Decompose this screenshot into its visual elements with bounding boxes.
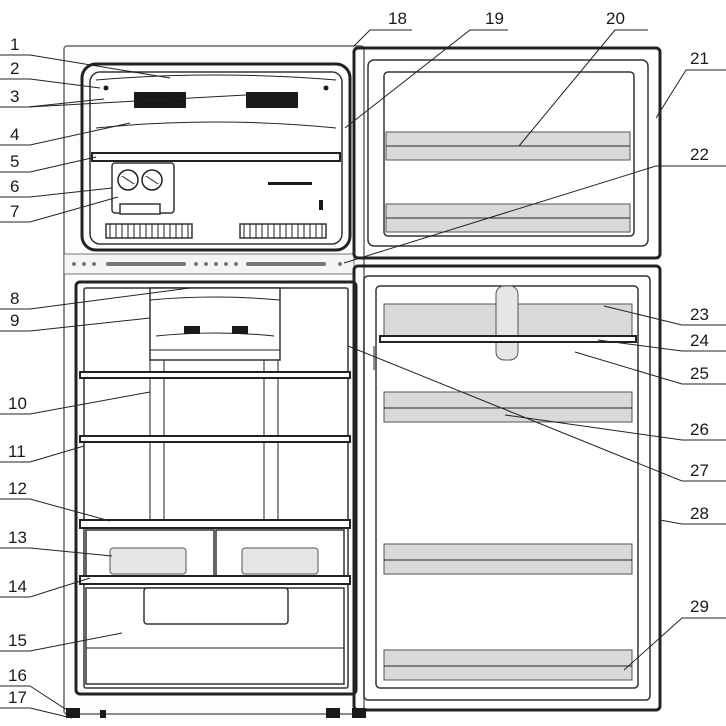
callout-19: 19 [485,9,504,28]
callout-17: 17 [8,688,27,707]
callout-2: 2 [10,59,19,78]
callout-20: 20 [606,9,625,28]
leader-lines [0,29,726,719]
fridge-door-shelf-2 [383,391,633,423]
fridge-shelf-3 [79,519,351,529]
callout-3: 3 [10,87,19,106]
freezer-grille-left [105,223,193,239]
fridge-door-shelf-4 [383,649,633,681]
divider-dots [72,262,342,266]
callout-18: 18 [388,9,407,28]
crisper-cover [79,575,351,585]
callout-22: 22 [690,145,709,164]
callout-5: 5 [10,152,19,171]
crisper-drawers [85,529,345,577]
callout-23: 23 [690,305,709,324]
ice-maker [111,162,175,215]
callout-6: 6 [10,177,19,196]
callout-21: 21 [690,49,709,68]
callout-26: 26 [690,420,709,439]
fridge-shelf-1 [79,371,351,379]
freezer-vent-right [246,92,298,108]
callout-11: 11 [8,442,26,461]
callout-9: 9 [10,311,19,330]
chiller-drawer [85,587,345,685]
callout-14: 14 [8,577,27,596]
divider-strip [63,253,355,275]
callout-1: 1 [10,35,19,54]
callout-15: 15 [8,631,27,650]
fridge-compartment [74,280,358,696]
fridge-door-shelf-3 [383,543,633,575]
control-housing [149,287,281,361]
callout-13: 13 [8,528,27,547]
fridge-door [352,264,662,712]
callout-25: 25 [690,364,709,383]
callout-27: 27 [690,461,709,480]
callout-28: 28 [690,504,709,523]
callout-8: 8 [10,289,19,308]
freezer-compartment [80,62,352,252]
callout-29: 29 [690,597,709,616]
freezer-door [352,46,662,260]
freezer-shelf [91,152,341,162]
fridge-shelf-2 [79,435,351,443]
callout-7: 7 [10,202,19,221]
callout-10: 10 [8,394,27,413]
callout-12: 12 [8,479,27,498]
callout-24: 24 [690,331,709,350]
cabinet-feet [66,708,366,718]
bottle-retainer [379,335,637,343]
callout-4: 4 [10,125,19,144]
callout-16: 16 [8,666,27,685]
freezer-grille-right [239,223,327,239]
callout-numbers: 1 2 3 4 5 6 7 8 9 10 11 12 13 14 15 16 1… [8,9,709,707]
